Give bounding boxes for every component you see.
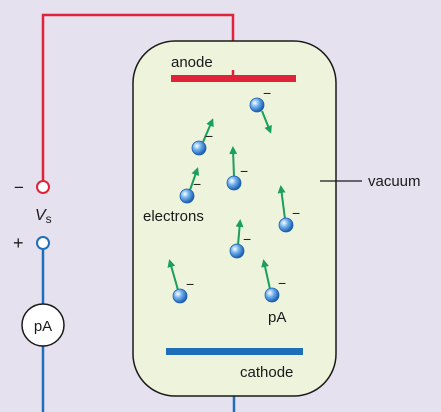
anode-label: anode — [171, 54, 213, 71]
electron-arrow — [189, 167, 200, 191]
cathode-plate — [166, 348, 303, 355]
anode-plate — [171, 75, 296, 82]
electron-arrow — [235, 219, 244, 246]
picoammeter — [21, 303, 65, 347]
electron — [191, 140, 207, 156]
electron — [172, 288, 188, 304]
electron-arrow — [229, 146, 238, 178]
minus-terminal — [36, 180, 50, 194]
electron-arrow — [167, 259, 179, 291]
picoammeter-label: pA — [34, 318, 52, 335]
electron-charge: − — [205, 128, 213, 144]
electrons-group: − − − − − − − − — [167, 85, 300, 304]
electron-charge: − — [193, 176, 201, 192]
electron-arrow — [202, 118, 214, 143]
electron — [278, 217, 294, 233]
cathode-label: cathode — [240, 364, 293, 381]
electron-arrow — [261, 110, 272, 134]
electron — [179, 188, 195, 204]
electron — [226, 175, 242, 191]
electron-charge: − — [263, 85, 271, 101]
minus-sign: − — [14, 178, 24, 197]
voltage-label: Vs — [35, 207, 52, 226]
electron — [229, 243, 245, 259]
vacuum-tube — [132, 40, 337, 397]
electron-arrow — [277, 185, 286, 220]
electron-charge: − — [243, 231, 251, 247]
electron — [264, 287, 280, 303]
plus-sign: + — [13, 233, 24, 253]
electron — [249, 97, 265, 113]
electrons-label: electrons — [143, 208, 204, 225]
electron-charge: − — [292, 205, 300, 221]
electron-charge: − — [186, 276, 194, 292]
vacuum-label: vacuum — [368, 173, 421, 190]
gap-current-label: pA — [268, 309, 286, 326]
electron-charge: − — [240, 163, 248, 179]
plus-terminal — [36, 236, 50, 250]
electron-arrow — [261, 259, 271, 290]
electron-charge: − — [278, 275, 286, 291]
